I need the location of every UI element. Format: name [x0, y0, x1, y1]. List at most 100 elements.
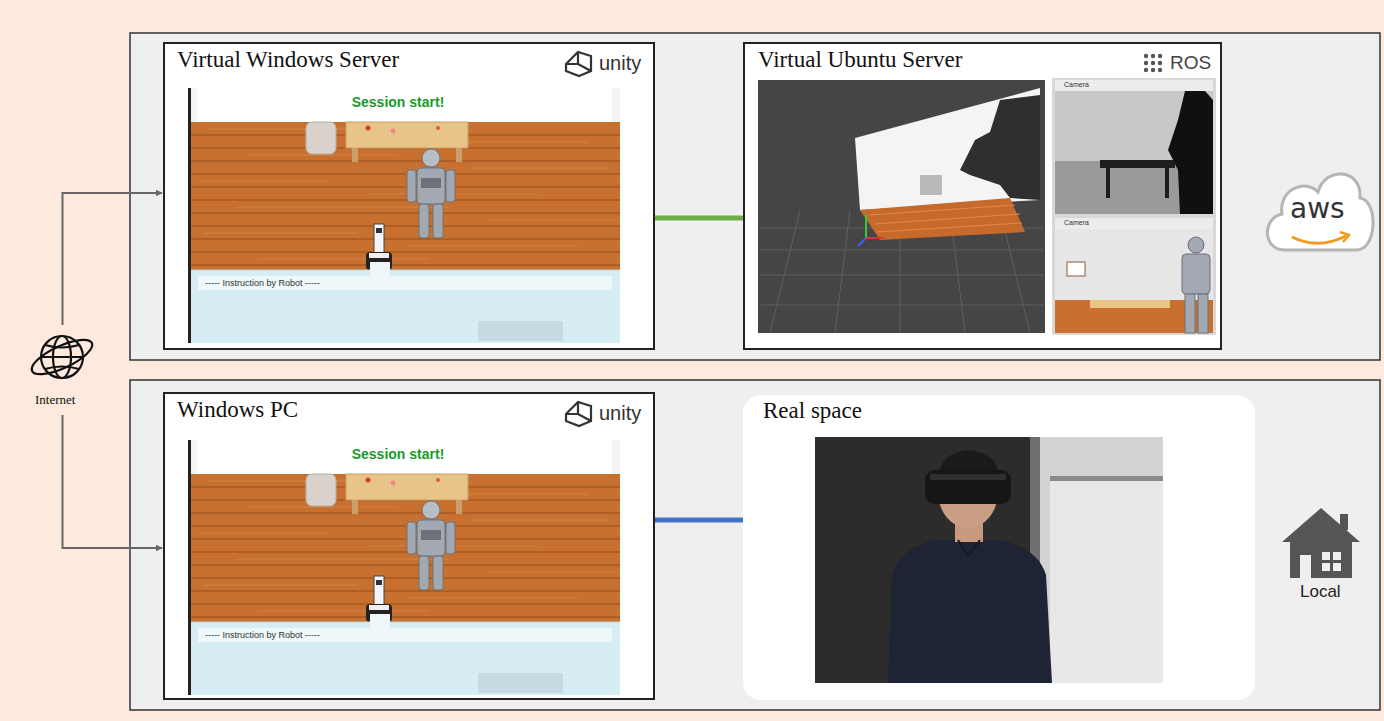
unity-logo-text: unity — [599, 52, 641, 75]
local-panel-fill — [130, 380, 1380, 710]
rviz-view — [760, 305, 1043, 306]
house-icon — [1282, 508, 1360, 578]
unity-logo — [566, 52, 591, 76]
house-icon — [1322, 552, 1330, 560]
ros-logo — [1144, 68, 1148, 72]
house-icon — [1282, 508, 1360, 578]
pc-box-fill — [163, 392, 655, 700]
session-status: Session start! — [352, 446, 445, 462]
rviz-view — [760, 250, 1043, 251]
box-title: Windows PC — [177, 397, 298, 423]
game-screenshot — [188, 440, 620, 695]
camera-title: Camera — [1064, 81, 1089, 89]
ros-logo — [1144, 54, 1162, 72]
local-panel: Windows PC unity Real spaceLocal — [130, 380, 1380, 710]
camera-panes — [1165, 168, 1169, 198]
camera-panes — [1052, 78, 1216, 335]
ros-logo — [1158, 61, 1162, 65]
ros-logo — [1151, 68, 1155, 72]
rviz-view — [860, 198, 1025, 240]
ros-logo — [1158, 68, 1162, 72]
aws-cloud-icon — [1267, 174, 1373, 250]
cloud-panel-fill — [130, 33, 1380, 360]
rviz-view — [870, 205, 1015, 215]
rviz-view — [865, 215, 867, 238]
real-space-photo — [958, 540, 980, 556]
unity-logo — [566, 402, 591, 426]
rviz-view — [870, 205, 1022, 232]
rviz-view — [835, 210, 850, 333]
server-box: Virtual Ubuntu Server ROS — [743, 42, 1222, 350]
camera-panes — [1090, 300, 1170, 308]
house-icon — [1333, 552, 1341, 560]
house-icon — [1340, 514, 1348, 530]
rviz-view — [858, 238, 866, 246]
camera-panes — [1052, 78, 1216, 335]
local-label: Local — [1300, 582, 1341, 602]
box-title: Virtual Ubuntu Server — [758, 47, 962, 73]
ros-logo-text: ROS — [1170, 52, 1211, 74]
camera-panes — [1182, 237, 1210, 333]
house-icon — [1322, 563, 1330, 571]
camera-panes — [1182, 254, 1210, 294]
instruction-header: ----- Instruction by Robot ----- — [205, 630, 320, 640]
rviz-view — [866, 237, 884, 239]
globe-icon — [41, 336, 83, 378]
real-space-fill — [743, 395, 1255, 700]
house-icon — [1300, 555, 1311, 578]
pc-box: Windows PC unity — [163, 392, 655, 700]
aws-cloud-icon — [1340, 232, 1349, 242]
vr-device-link — [655, 518, 743, 523]
internet-label: Internet — [35, 393, 75, 408]
camera-panes — [1100, 160, 1175, 168]
camera-panes — [1185, 294, 1195, 333]
real-space-photo — [1050, 480, 1163, 683]
unity-logo — [566, 52, 591, 71]
aws-cloud-icon — [1267, 174, 1373, 250]
camera-title: Camera — [1064, 219, 1089, 227]
camera-panes — [1055, 91, 1213, 214]
rviz-view — [920, 175, 942, 195]
globe-icon — [27, 333, 96, 381]
aws-logo-text: aws — [1290, 193, 1345, 225]
network-arrow — [63, 415, 163, 548]
camera-panes — [1106, 168, 1110, 198]
real-space-photo — [815, 437, 1163, 683]
camera-panes — [1188, 237, 1204, 253]
camera-panes — [1198, 294, 1208, 333]
rviz-view — [855, 88, 1040, 210]
unity-logo-text: unity — [599, 402, 641, 425]
unity-logo — [566, 402, 591, 421]
camera-panes — [1067, 262, 1085, 276]
unity-logo — [566, 402, 591, 426]
camera-panes — [1055, 218, 1213, 229]
camera-panes — [1055, 229, 1213, 333]
real-space-photo — [815, 437, 1163, 683]
globe-icon — [41, 356, 83, 358]
ros-logo — [1158, 54, 1162, 58]
rviz-view — [758, 80, 1045, 333]
server-box-fill — [743, 42, 1222, 350]
rviz-view — [758, 80, 1045, 333]
rviz-view — [874, 214, 1020, 224]
rviz-view — [877, 223, 1022, 232]
house-icon — [1333, 563, 1341, 571]
server-box-fill — [163, 42, 655, 350]
real-space-photo — [930, 474, 1006, 480]
aws-cloud-icon — [1292, 236, 1346, 243]
rviz-view — [960, 95, 1040, 200]
real-space-photo — [925, 470, 1011, 504]
session-status: Session start! — [352, 94, 445, 110]
internet-node: Internet — [25, 325, 100, 415]
globe-icon — [27, 333, 96, 381]
real-space-photo — [1050, 476, 1163, 481]
real-space-photo — [888, 540, 1052, 683]
instruction-header: ----- Instruction by Robot ----- — [205, 278, 320, 288]
unity-logo — [566, 52, 591, 76]
box-title: Real space — [763, 398, 862, 424]
